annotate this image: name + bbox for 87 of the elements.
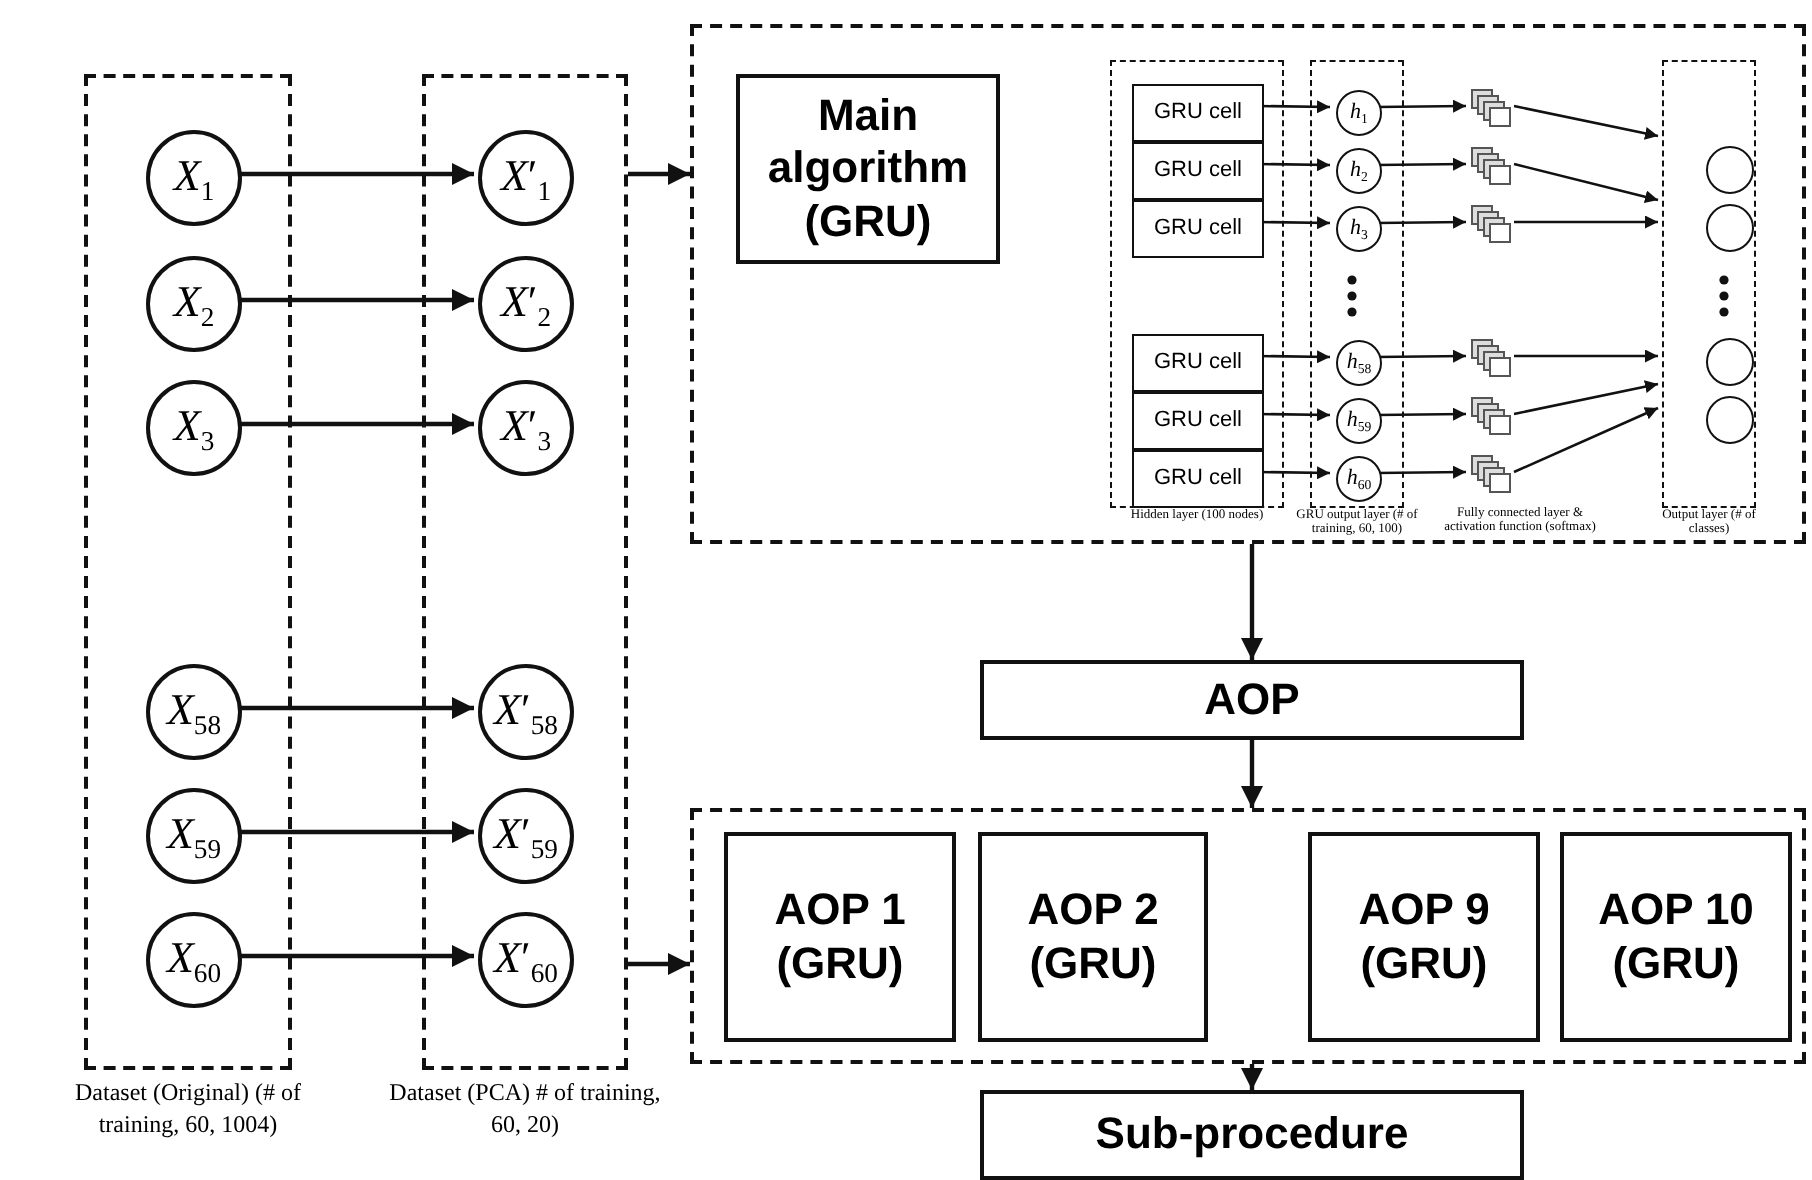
- variable-circle: [146, 788, 242, 884]
- variable-label: X$_{3}$: [173, 399, 215, 457]
- process-box: [1308, 832, 1540, 1042]
- variable-label: h$_{3}$: [1350, 215, 1368, 243]
- gru-cell: [1132, 199, 1264, 257]
- process-box: [736, 74, 1000, 264]
- box-label: GRU cell: [1153, 100, 1242, 124]
- variable-label: X$_{2}$: [173, 275, 215, 333]
- box-label: GRU cell: [1153, 158, 1242, 182]
- variable-circle: [478, 130, 574, 226]
- variable-label: X′$_{1}$: [500, 149, 552, 207]
- variable-circle: [478, 380, 574, 476]
- process-box: [978, 832, 1208, 1042]
- output-circle: [1336, 456, 1382, 502]
- arrow: [1514, 349, 1658, 363]
- box-label: GRU cell: [1153, 466, 1242, 490]
- class-node-circle: [1706, 338, 1754, 386]
- arrow: [1513, 380, 1659, 416]
- gru-cell: [1132, 141, 1264, 199]
- gru-cell: [1132, 333, 1264, 391]
- box-label: Main algorithm (GRU): [765, 89, 971, 249]
- variable-label: h$_{59}$: [1346, 407, 1372, 435]
- variable-label: X′$_{60}$: [494, 931, 558, 989]
- variable-circle: [146, 912, 242, 1008]
- box-label: AOP 1 (GRU): [772, 884, 908, 990]
- variable-label: X$_{60}$: [166, 931, 222, 989]
- arrow: [238, 289, 474, 311]
- arrow: [238, 697, 474, 719]
- variable-label: h$_{2}$: [1350, 157, 1368, 185]
- variable-circle: [146, 380, 242, 476]
- box-label: GRU cell: [1153, 216, 1242, 240]
- process-box: [724, 832, 956, 1042]
- variable-label: h$_{58}$: [1346, 349, 1372, 377]
- arrow: [1241, 1064, 1263, 1090]
- group-caption: Dataset (PCA) # of training, 60, 20): [387, 1078, 663, 1141]
- box-label: AOP 9 (GRU): [1356, 884, 1492, 990]
- variable-circle: [146, 130, 242, 226]
- box-label: GRU cell: [1153, 408, 1242, 432]
- variable-label: X′$_{3}$: [500, 399, 552, 457]
- class-node-circle: [1706, 396, 1754, 444]
- variable-circle: [478, 912, 574, 1008]
- variable-label: X′$_{2}$: [500, 275, 552, 333]
- dashed-group: [690, 808, 1806, 1064]
- variable-label: X$_{59}$: [166, 807, 222, 865]
- gru-cell: [1132, 449, 1264, 507]
- box-label: AOP: [1204, 673, 1300, 727]
- output-circle: [1336, 340, 1382, 386]
- box-label: GRU cell: [1153, 350, 1242, 374]
- output-circle: [1336, 398, 1382, 444]
- arrow: [1513, 406, 1659, 474]
- box-label: Sub-procedure: [1095, 1108, 1409, 1162]
- arrow: [1514, 215, 1658, 229]
- variable-label: h$_{60}$: [1346, 465, 1372, 493]
- output-circle: [1336, 148, 1382, 194]
- variable-circle: [478, 256, 574, 352]
- arrow: [238, 821, 474, 843]
- arrow: [1241, 544, 1263, 660]
- variable-circle: [478, 788, 574, 884]
- process-box: [980, 660, 1524, 740]
- arrow: [238, 413, 474, 435]
- box-label: AOP 10 (GRU): [1596, 884, 1756, 990]
- variable-label: h$_{1}$: [1350, 99, 1368, 127]
- variable-label: X$_{58}$: [166, 683, 222, 741]
- output-circle: [1336, 206, 1382, 252]
- process-box: [1560, 832, 1792, 1042]
- arrow: [628, 163, 690, 185]
- dashed-group: [690, 24, 1806, 544]
- variable-label: X′$_{58}$: [494, 683, 558, 741]
- variable-label: X$_{1}$: [173, 149, 215, 207]
- variable-circle: [146, 664, 242, 760]
- gru-cell: [1132, 83, 1264, 141]
- process-box: [980, 1090, 1524, 1180]
- variable-circle: [478, 664, 574, 760]
- arrow: [238, 163, 474, 185]
- class-node-circle: [1706, 204, 1754, 252]
- arrow: [1513, 162, 1659, 204]
- group-caption: Dataset (Original) (# of training, 60, 1004): [73, 1078, 303, 1141]
- gru-cell: [1132, 391, 1264, 449]
- class-node-circle: [1706, 146, 1754, 194]
- variable-circle: [146, 256, 242, 352]
- variable-label: X′$_{59}$: [494, 807, 558, 865]
- box-label: AOP 2 (GRU): [1025, 884, 1161, 990]
- arrow: [1513, 104, 1659, 140]
- arrow: [628, 953, 690, 975]
- output-circle: [1336, 90, 1382, 136]
- arrow: [238, 945, 474, 967]
- arrow: [1241, 740, 1263, 808]
